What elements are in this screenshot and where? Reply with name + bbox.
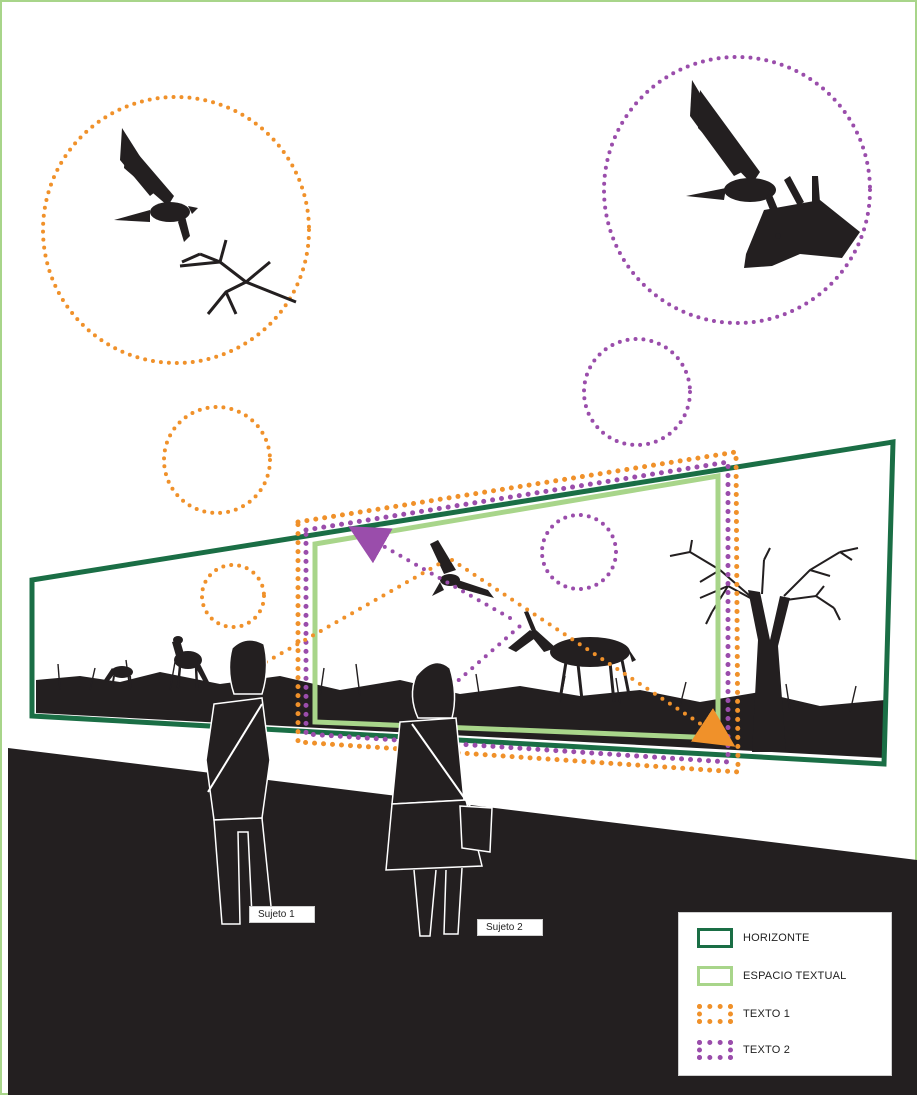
legend: HORIZONTE ESPACIO TEXTUAL TEXTO 1 TEXTO … — [678, 912, 892, 1076]
legend-swatch-espacio-textual — [697, 966, 733, 986]
sightline-orange-1 — [266, 560, 446, 662]
legend-swatch-horizonte — [697, 928, 733, 948]
legend-item-espacio-textual: ESPACIO TEXTUAL — [697, 965, 846, 987]
legend-item-texto2: TEXTO 2 — [697, 1039, 790, 1061]
legend-item-horizonte: HORIZONTE — [697, 927, 810, 949]
legend-swatch-texto2 — [697, 1040, 733, 1060]
eagle-flying — [430, 540, 494, 598]
eagle-branch-illustration — [114, 128, 296, 314]
legend-label: TEXTO 1 — [743, 1008, 790, 1020]
subject2-label: Sujeto 2 — [477, 919, 543, 936]
legend-item-texto1: TEXTO 1 — [697, 1003, 790, 1025]
legend-label: ESPACIO TEXTUAL — [743, 970, 846, 982]
subject1-label: Sujeto 1 — [249, 906, 315, 923]
legend-swatch-texto1 — [697, 1004, 733, 1024]
legend-label: TEXTO 2 — [743, 1044, 790, 1056]
eagle-deer-illustration — [686, 80, 860, 268]
legend-label: HORIZONTE — [743, 932, 810, 944]
sightline-purple-1 — [452, 626, 520, 686]
thought-circles-orange — [43, 97, 309, 627]
